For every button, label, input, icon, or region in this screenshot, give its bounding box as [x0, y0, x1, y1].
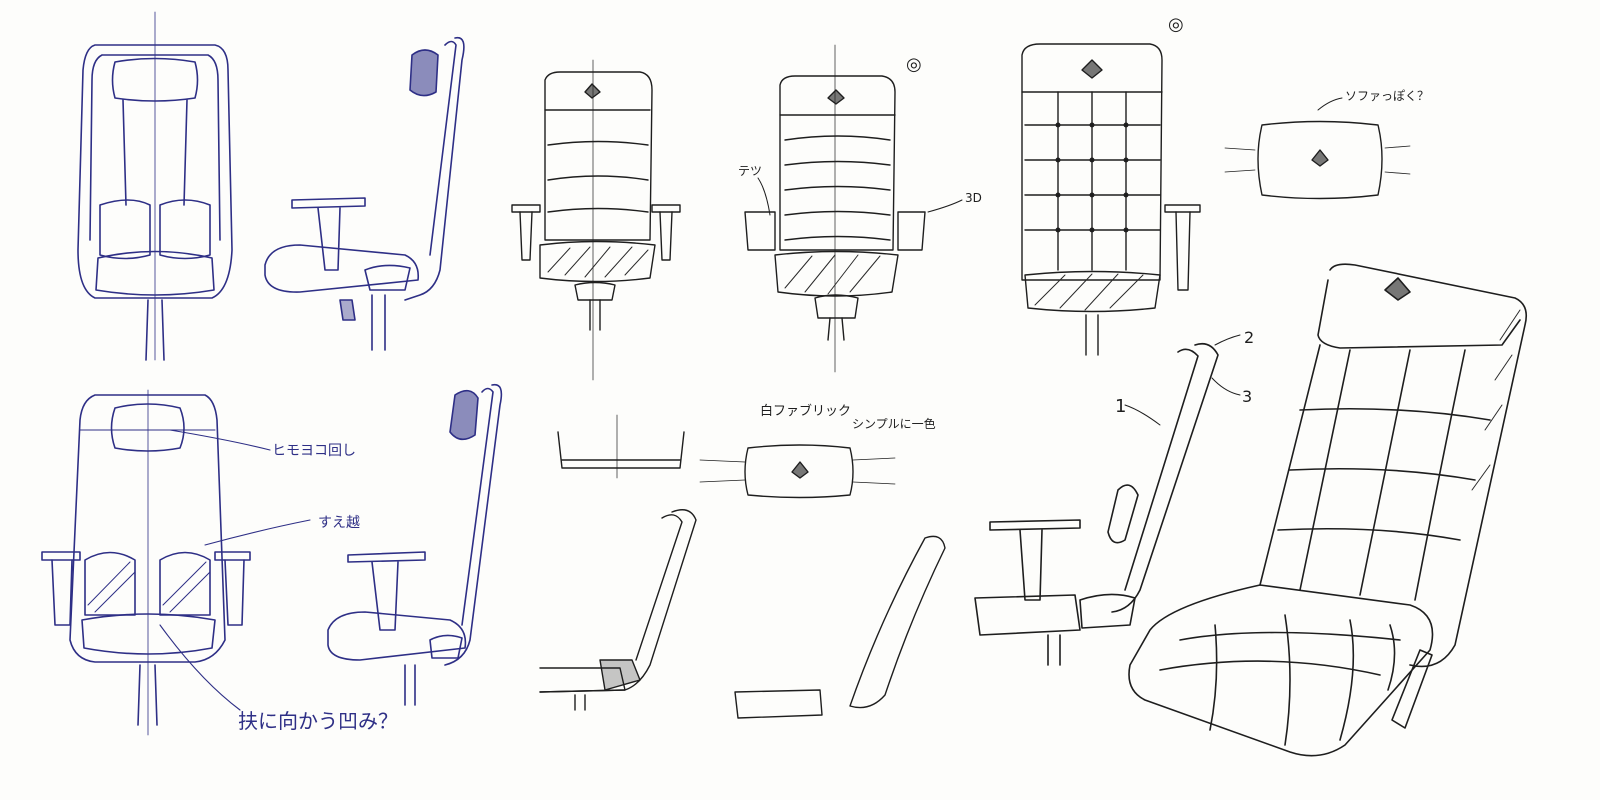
three-d-note: 3D	[965, 191, 982, 205]
sofa-note: ソファっぽく？	[1345, 89, 1429, 103]
pencil-armrest-detail	[557, 414, 685, 479]
pencil-chair-side-numbered	[974, 334, 1241, 666]
pencil-chair-quilted-a	[511, 59, 681, 381]
blue-chair-side-bottom	[327, 383, 503, 706]
circle-mark-2: ◎	[1168, 14, 1184, 35]
pencil-chair-perspective	[1128, 263, 1528, 757]
callout-number-3: 3	[1242, 387, 1252, 406]
side-note: すえ越	[318, 515, 360, 531]
pencil-pad-detail	[699, 444, 896, 499]
blue-chair-side-top	[264, 36, 465, 351]
circle-mark-1: ◎	[906, 54, 922, 75]
fabric-note: 白ファブリック	[760, 403, 851, 419]
pencil-recline-side-b	[734, 535, 946, 719]
pencil-chair-quilted-b	[744, 44, 963, 373]
pencil-pillow-sketch	[1224, 97, 1411, 200]
pencil-chair-tufted	[1021, 43, 1201, 356]
simple-note: シンプルに一色	[852, 417, 936, 431]
blue-chair-front-bottom	[41, 389, 311, 736]
callout-number-1: 1	[1115, 396, 1126, 417]
callout-number-2: 2	[1244, 328, 1254, 347]
blue-chair-front-top	[77, 11, 233, 361]
stitch-note: テツ	[738, 164, 762, 178]
pencil-recline-side-a	[539, 509, 697, 711]
headrest-note: ヒモヨコ回し	[272, 443, 356, 459]
seat-hollow-note: 扶に向かう凹み？	[238, 709, 398, 733]
